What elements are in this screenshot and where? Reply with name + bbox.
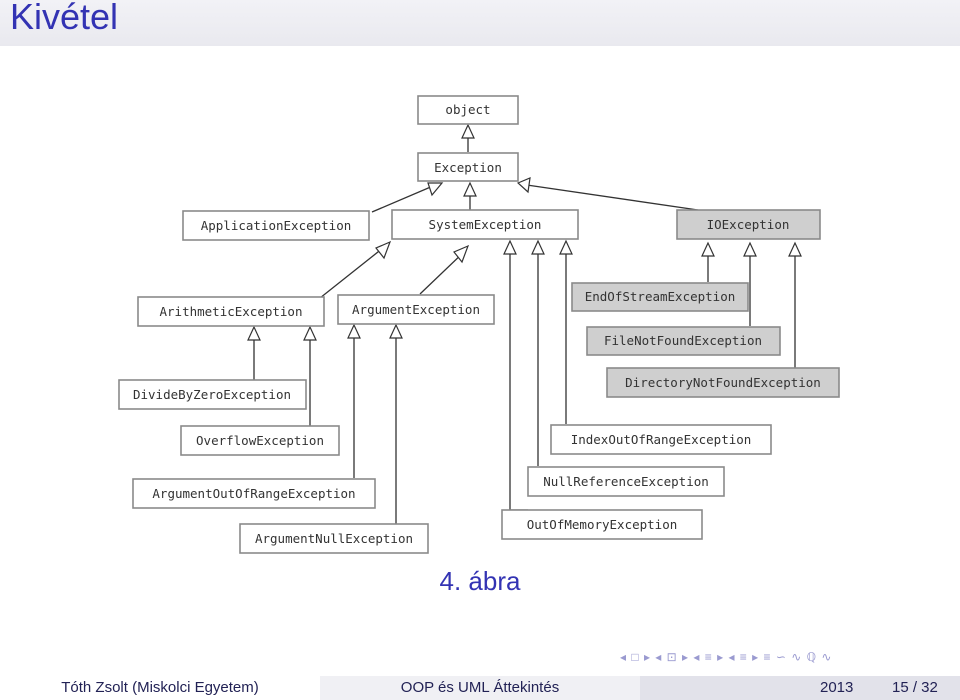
edge-application-exception <box>371 182 441 213</box>
arrow-sys-arith <box>375 240 392 260</box>
arrow-exc-mid <box>463 181 477 197</box>
svg-text:ArgumentNullException: ArgumentNullException <box>255 531 413 546</box>
node-indexoutofrange-exception: IndexOutOfRangeException <box>550 424 772 455</box>
edge-outofmemory-system <box>509 242 528 511</box>
arrow-exc-left <box>427 182 444 197</box>
node-argnull-exception: ArgumentNullException <box>239 523 429 554</box>
footer-author: Tóth Zsolt (Miskolci Egyetem) <box>0 676 320 700</box>
node-argoutofrange-exception: ArgumentOutOfRangeException <box>132 478 376 509</box>
node-exception: Exception <box>417 152 519 182</box>
title-bar: Kivétel <box>0 0 960 46</box>
svg-text:DirectoryNotFoundException: DirectoryNotFoundException <box>625 375 821 390</box>
footer-page-number: 15 / 32 <box>892 679 938 696</box>
node-dividebyzero-exception: DivideByZeroException <box>118 379 307 410</box>
svg-text:NullReferenceException: NullReferenceException <box>543 474 709 489</box>
svg-text:OutOfMemoryException: OutOfMemoryException <box>527 517 678 532</box>
arrow-sys-index <box>559 239 573 255</box>
footer-course: OOP és UML Áttekintés <box>320 676 640 700</box>
beamer-navigation[interactable]: ◂ □ ▸ ◂ ⊡ ▸ ◂ ≡ ▸ ◂ ≡ ▸ ≡ ∽ ∿ ℚ ∿ <box>620 650 833 664</box>
svg-text:ArithmeticException: ArithmeticException <box>160 304 303 319</box>
edge-io-exception <box>519 183 699 211</box>
svg-text:ApplicationException: ApplicationException <box>201 218 352 233</box>
node-dirnotfound-exception: DirectoryNotFoundException <box>606 367 840 398</box>
svg-text:object: object <box>445 102 490 117</box>
arrow-io-fnf <box>743 241 757 257</box>
footer-right: 2013 15 / 32 <box>640 676 960 700</box>
svg-text:ArgumentException: ArgumentException <box>352 302 480 317</box>
svg-text:IOException: IOException <box>707 217 790 232</box>
arrow-sys-oom <box>503 239 517 255</box>
node-argument-exception: ArgumentException <box>337 294 495 325</box>
diagram-arrowheads <box>247 123 802 341</box>
node-nullreference-exception: NullReferenceException <box>527 466 725 497</box>
node-arithmetic-exception: ArithmeticException <box>137 296 325 327</box>
slide-title: Kivétel <box>10 0 119 37</box>
arrow-arg-anull <box>389 323 403 339</box>
arrow-io-dnf <box>788 241 802 257</box>
svg-text:Exception: Exception <box>434 160 502 175</box>
figure-caption: 4. ábra <box>439 566 521 596</box>
node-io-exception: IOException <box>676 209 821 240</box>
svg-text:EndOfStreamException: EndOfStreamException <box>585 289 736 304</box>
arrow-object <box>461 123 475 139</box>
edge-arithmetic-system <box>319 243 389 299</box>
node-outofmemory-exception: OutOfMemoryException <box>501 509 703 540</box>
svg-text:ArgumentOutOfRangeException: ArgumentOutOfRangeException <box>152 486 355 501</box>
arrow-io-eos <box>701 241 715 257</box>
svg-text:OverflowException: OverflowException <box>196 433 324 448</box>
arrow-arith-ovf <box>303 325 317 341</box>
footer: Tóth Zsolt (Miskolci Egyetem) OOP és UML… <box>0 676 960 700</box>
arrow-arith-div <box>247 325 261 341</box>
node-filenotfound-exception: FileNotFoundException <box>586 326 781 356</box>
svg-text:SystemException: SystemException <box>429 217 542 232</box>
node-application-exception: ApplicationException <box>182 210 370 241</box>
node-object: object <box>417 95 519 125</box>
svg-text:DivideByZeroException: DivideByZeroException <box>133 387 291 402</box>
arrow-arg-aoor <box>347 323 361 339</box>
footer-date: 2013 <box>820 679 854 696</box>
uml-diagram: object Exception ApplicationException Sy… <box>118 95 840 554</box>
svg-text:FileNotFoundException: FileNotFoundException <box>604 333 762 348</box>
node-endofstream-exception: EndOfStreamException <box>571 282 749 312</box>
node-overflow-exception: OverflowException <box>180 425 340 456</box>
svg-text:IndexOutOfRangeException: IndexOutOfRangeException <box>571 432 752 447</box>
arrow-sys-arg <box>453 244 470 264</box>
arrow-sys-null <box>531 239 545 255</box>
node-system-exception: SystemException <box>391 209 579 240</box>
arrow-exc-right <box>516 177 531 194</box>
